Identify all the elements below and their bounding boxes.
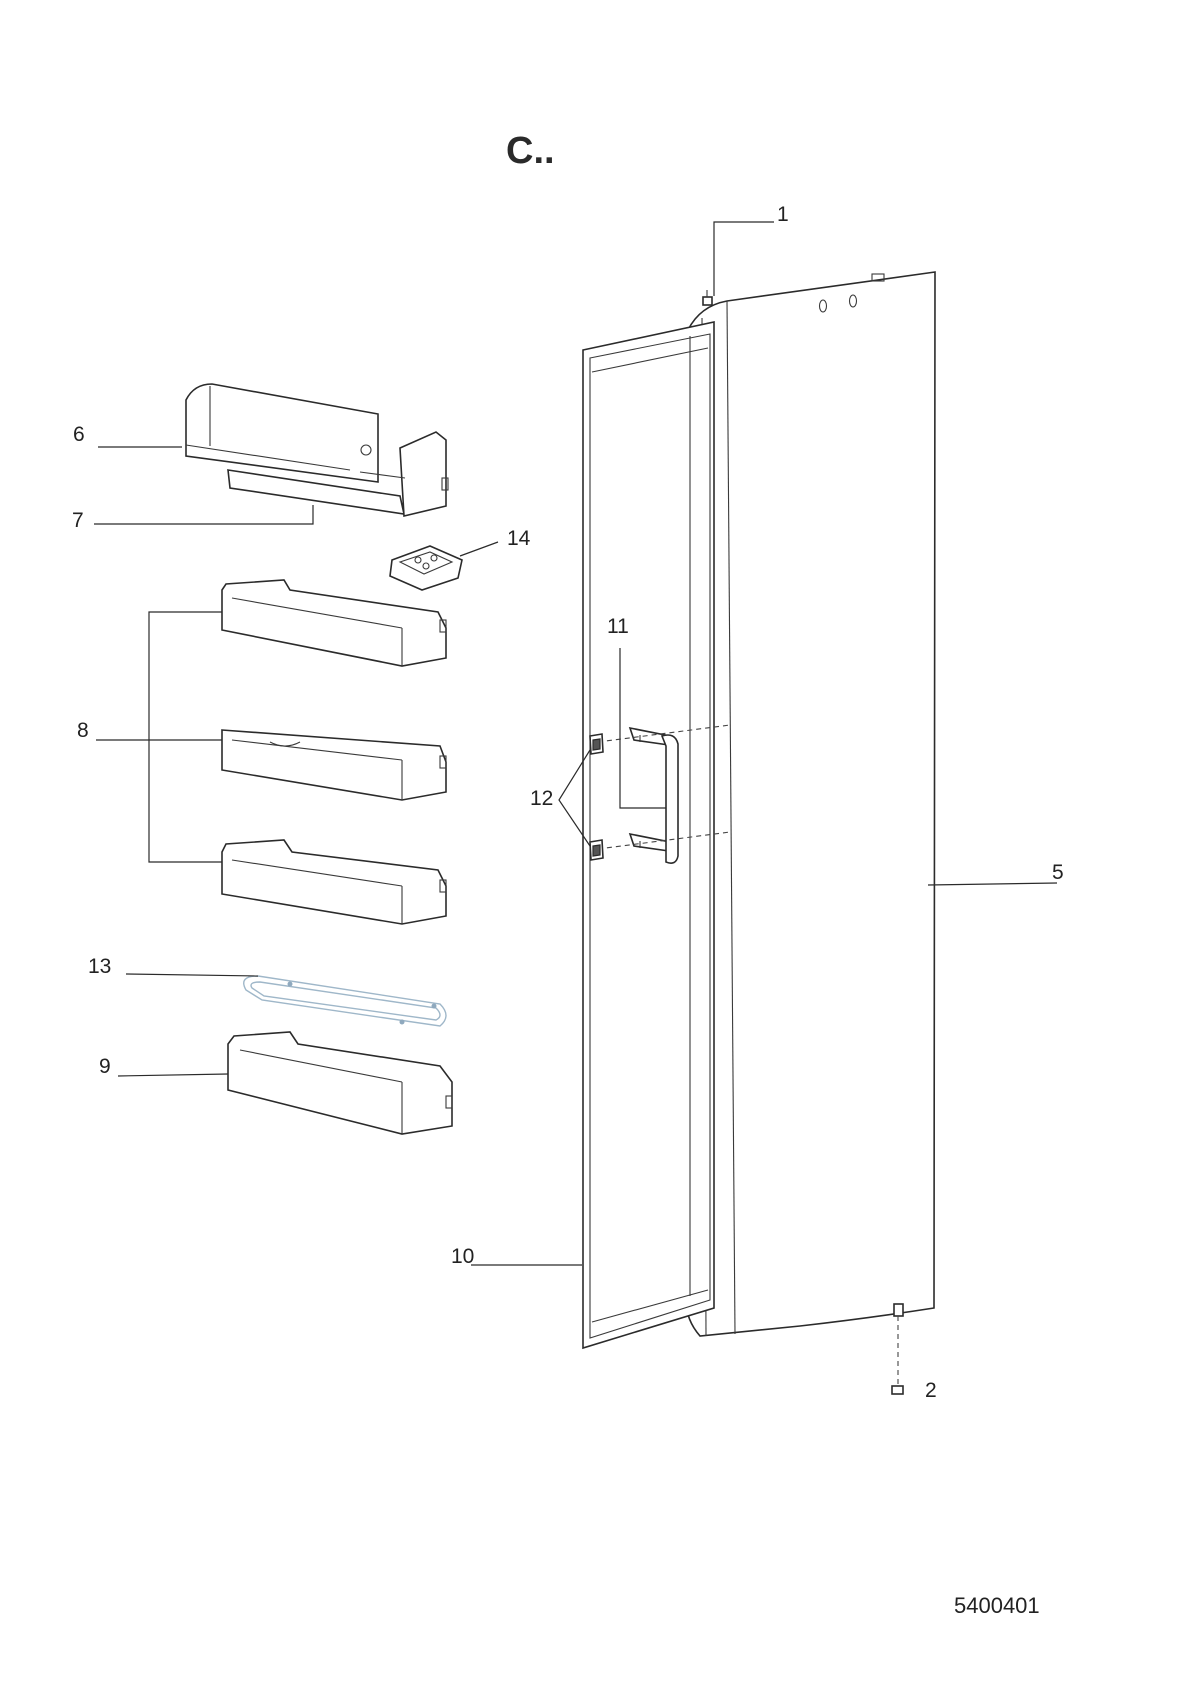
leader-lines	[94, 221, 1058, 1266]
document-number: 5400401	[954, 1593, 1040, 1618]
bottom-hinge	[891, 1303, 904, 1395]
door-balcony-top	[221, 579, 447, 667]
callout-6: 6	[73, 423, 85, 446]
handle-caps	[589, 733, 604, 861]
callout-5: 5	[1052, 861, 1064, 884]
callout-14: 14	[507, 527, 531, 550]
callout-12: 12	[530, 787, 554, 810]
bottle-balcony	[227, 1031, 453, 1135]
callout-7: 7	[72, 509, 84, 532]
door-handle	[597, 724, 731, 864]
callout-1: 1	[777, 203, 789, 226]
callout-13: 13	[88, 955, 112, 978]
callout-2: 2	[925, 1379, 937, 1402]
callout-9: 9	[99, 1055, 111, 1078]
callout-10: 10	[451, 1245, 475, 1268]
door-inner-liner	[582, 321, 715, 1350]
callout-8: 8	[77, 719, 89, 742]
diagram-title: C..	[506, 130, 555, 172]
door-balcony-lower	[221, 839, 447, 925]
callout-11: 11	[607, 615, 629, 638]
door-outer-panel	[685, 271, 936, 1337]
egg-tray	[389, 545, 463, 591]
dairy-compartment	[185, 383, 449, 517]
shelf-insert	[243, 975, 447, 1027]
door-balcony-middle	[221, 729, 447, 801]
top-hinge	[702, 290, 713, 306]
